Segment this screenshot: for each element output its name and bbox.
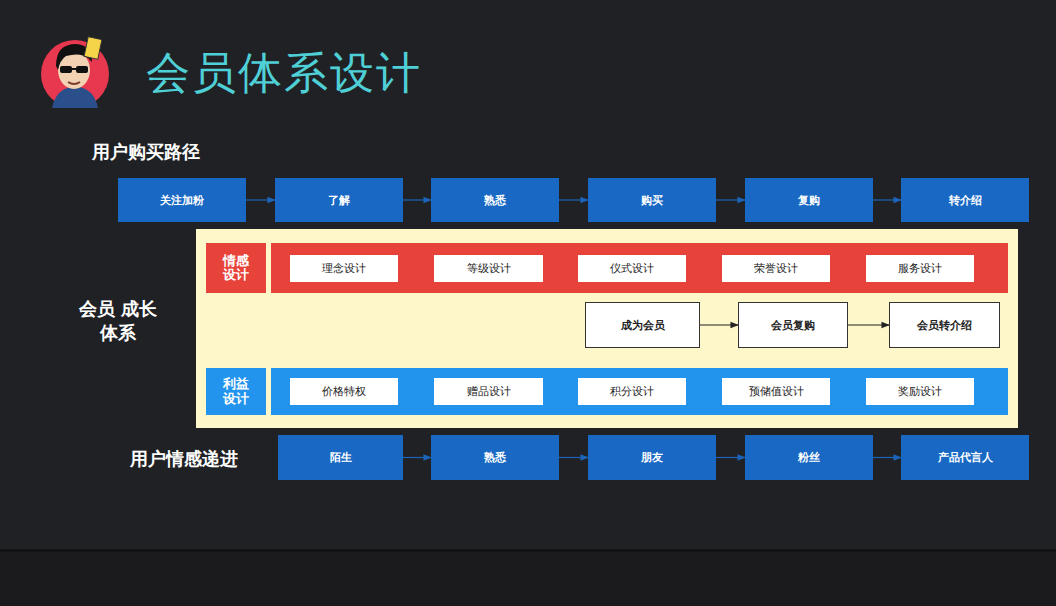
node-text: 积分设计 bbox=[610, 384, 654, 399]
design-item-box: 奖励设计 bbox=[866, 378, 974, 405]
flow-arrow bbox=[716, 457, 745, 458]
node-text: 会员 成长体系 bbox=[72, 297, 164, 346]
design-item-box: 积分设计 bbox=[578, 378, 686, 405]
node-text: 荣誉设计 bbox=[754, 261, 798, 276]
node-text: 预储值设计 bbox=[749, 384, 804, 399]
node-text: 产品代言人 bbox=[938, 450, 993, 465]
flow-arrow bbox=[403, 457, 431, 458]
footer-line bbox=[0, 550, 1056, 552]
node-text: 粉丝 bbox=[798, 450, 820, 465]
node-text: 会员转介绍 bbox=[917, 318, 972, 333]
member-stage-box: 会员复购 bbox=[738, 302, 848, 348]
design-item-box: 荣誉设计 bbox=[722, 255, 830, 282]
node-text: 复购 bbox=[798, 193, 820, 208]
flow-arrow bbox=[559, 199, 588, 200]
emotion-step-box: 朋友 bbox=[588, 435, 716, 480]
node-text: 陌生 bbox=[330, 450, 352, 465]
row-label: 用户购买路径 bbox=[92, 140, 200, 164]
node-text: 熟悉 bbox=[484, 450, 506, 465]
path-step-box: 了解 bbox=[275, 178, 403, 222]
member-stage-box: 会员转介绍 bbox=[889, 302, 1000, 348]
path-step-box: 关注加粉 bbox=[118, 178, 246, 222]
emotion-step-box: 熟悉 bbox=[431, 435, 559, 480]
node-text: 购买 bbox=[641, 193, 663, 208]
row-label: 用户情感递进 bbox=[130, 447, 238, 471]
flow-arrow bbox=[873, 199, 901, 200]
emotion-step-box: 产品代言人 bbox=[901, 435, 1029, 480]
design-item-box: 服务设计 bbox=[866, 255, 974, 282]
node-text: 服务设计 bbox=[898, 261, 942, 276]
emotion-step-box: 粉丝 bbox=[745, 435, 873, 480]
node-text: 仪式设计 bbox=[610, 261, 654, 276]
avatar-icon bbox=[41, 37, 109, 108]
node-text: 了解 bbox=[328, 193, 350, 208]
node-text: 赠品设计 bbox=[467, 384, 511, 399]
node-text: 奖励设计 bbox=[898, 384, 942, 399]
member-stage-box: 成为会员 bbox=[585, 302, 700, 348]
node-text: 价格特权 bbox=[322, 384, 366, 399]
band-divider bbox=[266, 243, 271, 293]
growth-panel: 会员 成长体系情感 设计理念设计等级设计仪式设计荣誉设计服务设计成为会员会员复购… bbox=[196, 229, 1018, 428]
design-item-box: 理念设计 bbox=[290, 255, 398, 282]
path-step-box: 购买 bbox=[588, 178, 716, 222]
node-text: 理念设计 bbox=[322, 261, 366, 276]
flow-arrow bbox=[246, 199, 275, 200]
node-text: 朋友 bbox=[641, 450, 663, 465]
node-text: 成为会员 bbox=[621, 318, 665, 333]
path-step-box: 熟悉 bbox=[431, 178, 559, 222]
emotion-band: 情感 设计 理念设计 等级设计 仪式设计 荣誉设计 服务设计 bbox=[206, 243, 1008, 293]
design-item-box: 仪式设计 bbox=[578, 255, 686, 282]
path-step-box: 复购 bbox=[745, 178, 873, 222]
page-title: 会员体系设计 bbox=[146, 44, 422, 103]
path-step-box: 转介绍 bbox=[901, 178, 1029, 222]
flow-arrow bbox=[403, 199, 431, 200]
emotion-step-box: 陌生 bbox=[278, 435, 403, 480]
flow-arrow bbox=[716, 199, 745, 200]
design-item-box: 赠品设计 bbox=[434, 378, 543, 405]
design-item-box: 价格特权 bbox=[290, 378, 398, 405]
node-text: 情感 设计 bbox=[210, 243, 262, 293]
flow-arrow bbox=[559, 457, 588, 458]
node-text: 关注加粉 bbox=[160, 193, 204, 208]
footer-bar bbox=[0, 550, 1056, 606]
design-item-box: 预储值设计 bbox=[722, 378, 830, 405]
node-text: 熟悉 bbox=[484, 193, 506, 208]
flow-arrow bbox=[873, 457, 901, 458]
band-divider bbox=[266, 368, 271, 415]
node-text: 转介绍 bbox=[949, 193, 982, 208]
node-text: 利益 设计 bbox=[210, 368, 262, 415]
node-text: 会员复购 bbox=[771, 318, 815, 333]
design-item-box: 等级设计 bbox=[434, 255, 543, 282]
node-text: 等级设计 bbox=[467, 261, 511, 276]
benefit-band: 利益 设计 价格特权 赠品设计 积分设计 预储值设计 奖励设计 bbox=[206, 368, 1008, 415]
